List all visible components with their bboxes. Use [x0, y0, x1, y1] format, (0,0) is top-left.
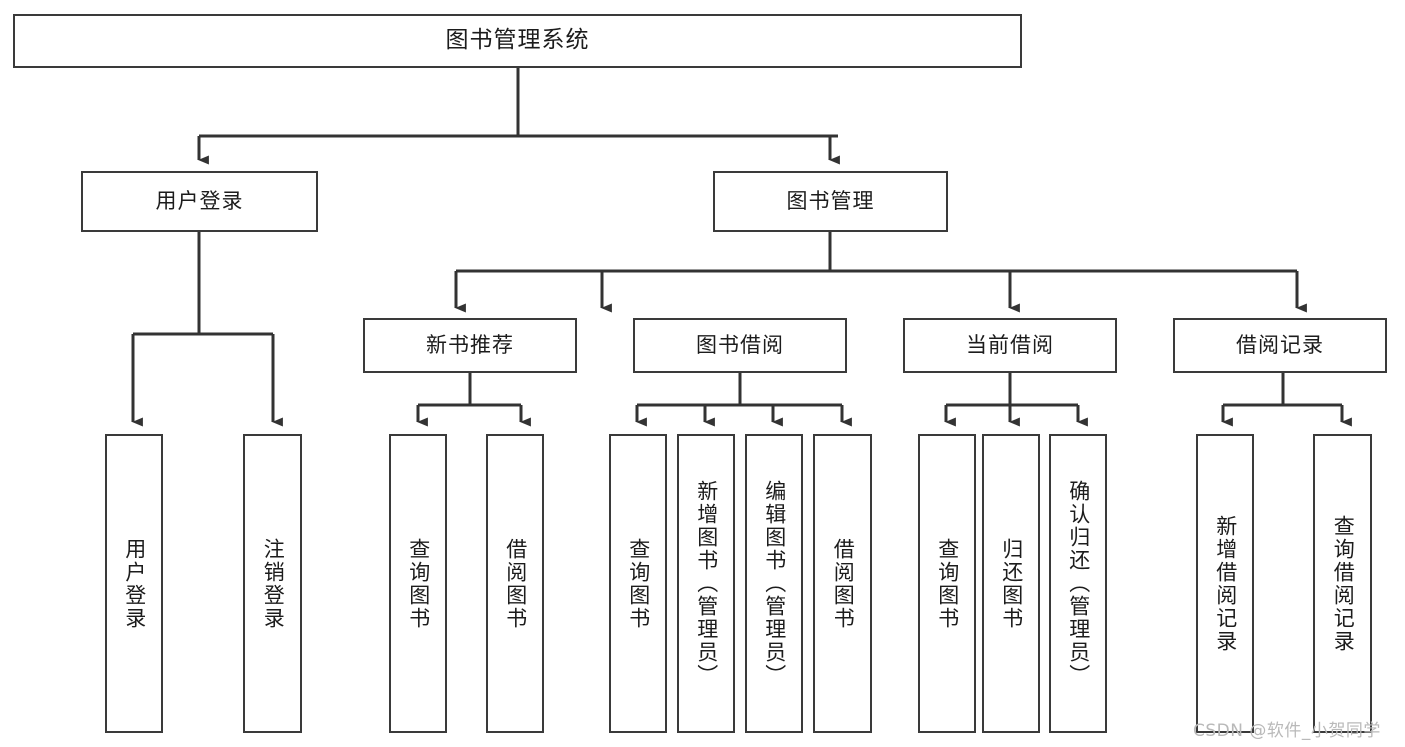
leaf-label: 查询图书 — [935, 537, 960, 630]
node-borrow-record[interactable]: 借阅记录 — [1173, 318, 1387, 373]
leaf-label: 借阅图书 — [503, 537, 528, 630]
leaf-label: 用户登录 — [122, 537, 147, 630]
leaf-label: 查询图书 — [406, 537, 431, 630]
leaf-borrow-lend-book[interactable]: 借阅图书 — [813, 434, 872, 733]
leaf-label: 查询借阅记录 — [1331, 514, 1356, 653]
leaf-label: 确认归还（管理员） — [1066, 480, 1091, 687]
node-new-book-recommend[interactable]: 新书推荐 — [363, 318, 577, 373]
node-book-borrow[interactable]: 图书借阅 — [633, 318, 847, 373]
leaf-label: 借阅图书 — [831, 537, 856, 630]
leaf-newbook-query-book[interactable]: 查询图书 — [389, 434, 447, 733]
leaf-label: 新增借阅记录 — [1213, 514, 1238, 653]
leaf-borrow-edit-book[interactable]: 编辑图书（管理员） — [745, 434, 803, 733]
leaf-label: 归还图书 — [999, 537, 1024, 630]
leaf-current-return-book[interactable]: 归还图书 — [982, 434, 1040, 733]
leaf-label: 注销登录 — [261, 537, 286, 630]
leaf-borrow-add-book[interactable]: 新增图书（管理员） — [677, 434, 735, 733]
leaf-record-query-record[interactable]: 查询借阅记录 — [1313, 434, 1372, 733]
leaf-user-login[interactable]: 用户登录 — [105, 434, 163, 733]
leaf-record-add-record[interactable]: 新增借阅记录 — [1196, 434, 1254, 733]
node-current-borrow[interactable]: 当前借阅 — [903, 318, 1117, 373]
csdn-watermark: CSDN @软件_小贺同学 — [1193, 721, 1381, 741]
node-book-management[interactable]: 图书管理 — [713, 171, 948, 232]
node-root-system[interactable]: 图书管理系统 — [13, 14, 1022, 68]
leaf-current-confirm-return[interactable]: 确认归还（管理员） — [1049, 434, 1107, 733]
leaf-label: 新增图书（管理员） — [694, 480, 719, 687]
leaf-label: 查询图书 — [626, 537, 651, 630]
leaf-newbook-borrow-book[interactable]: 借阅图书 — [486, 434, 544, 733]
leaf-borrow-query-book[interactable]: 查询图书 — [609, 434, 667, 733]
leaf-user-logout[interactable]: 注销登录 — [243, 434, 302, 733]
node-user-login[interactable]: 用户登录 — [81, 171, 318, 232]
leaf-current-query-book[interactable]: 查询图书 — [918, 434, 976, 733]
leaf-label: 编辑图书（管理员） — [762, 480, 787, 687]
